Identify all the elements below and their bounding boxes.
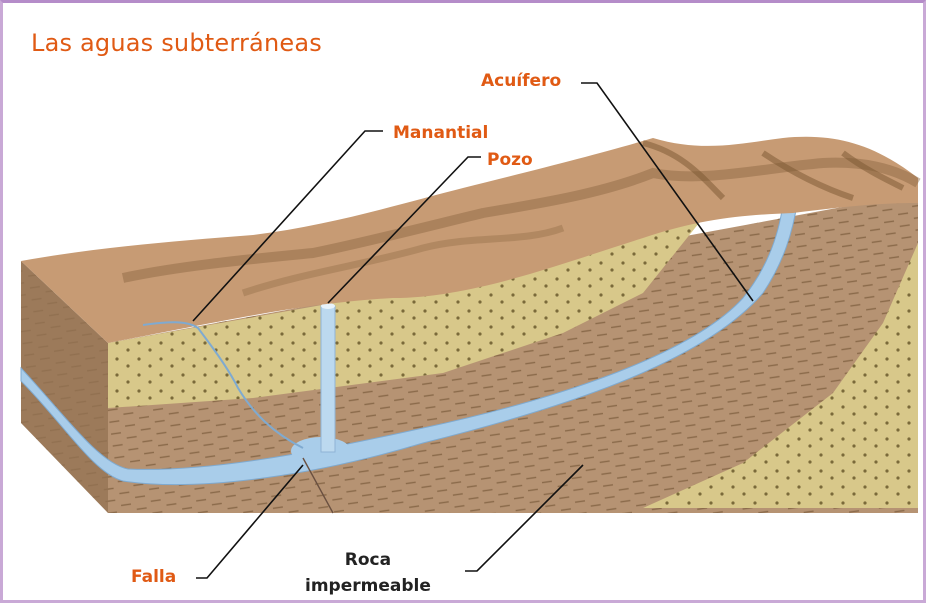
label-roca-line1: Roca <box>344 550 392 570</box>
leader-pozo <box>327 156 481 304</box>
fault-line <box>302 457 334 514</box>
terrain-surface <box>21 136 918 343</box>
label-manantial: Manantial <box>393 123 489 143</box>
label-roca-impermeable: Roca impermeable <box>305 547 431 599</box>
page-title: Las aguas subterráneas <box>31 29 322 57</box>
leader-roca <box>465 464 584 572</box>
leader-lines <box>192 82 754 579</box>
groundwater-diagram <box>20 82 921 579</box>
label-falla: Falla <box>131 567 177 587</box>
label-pozo: Pozo <box>487 150 533 170</box>
spring-stream <box>142 321 304 449</box>
sand-layer-right <box>643 243 918 508</box>
well-shaft <box>320 305 336 453</box>
label-acuifero: Acuífero <box>481 71 562 91</box>
leader-acuifero <box>581 82 754 302</box>
leader-falla <box>196 464 304 579</box>
leader-manantial <box>192 130 383 322</box>
label-roca-line2: impermeable <box>305 576 431 596</box>
